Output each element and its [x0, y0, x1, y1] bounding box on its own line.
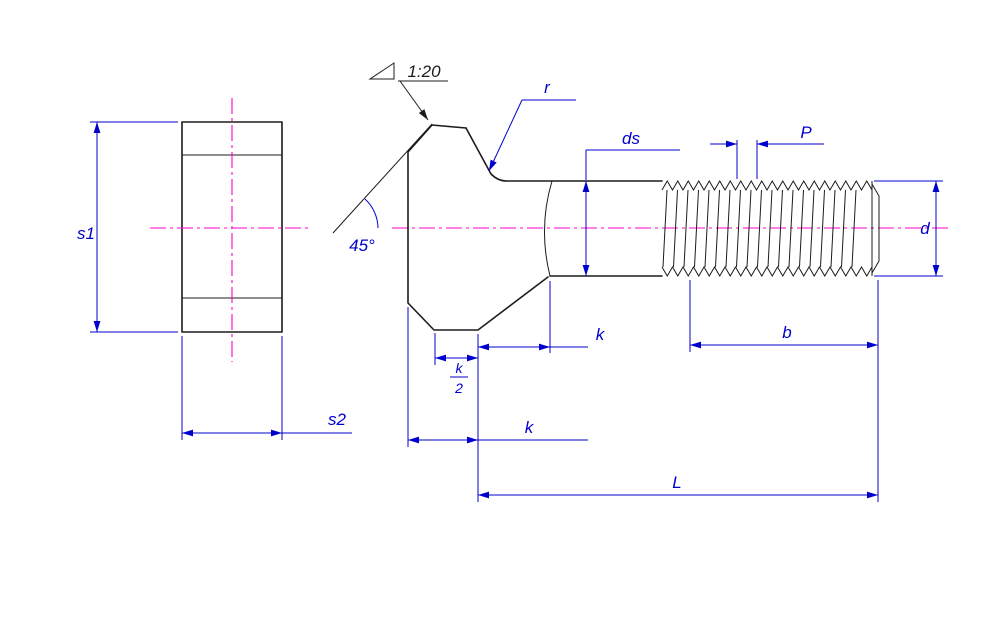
- dim-label-ds: ds: [622, 129, 640, 148]
- dim-label-angle: 45°: [349, 236, 375, 255]
- chamfer-angle-reference-line: [332, 123, 433, 234]
- dim-label-k-upper: k: [596, 325, 606, 344]
- angle-arc: [364, 198, 379, 229]
- dim-taper: 1:20: [368, 62, 448, 121]
- front-view: [150, 98, 312, 362]
- taper-label: 1:20: [407, 62, 441, 81]
- dim-label-p: P: [800, 123, 812, 142]
- dim-label-l: L: [672, 473, 681, 492]
- dim-k-upper: k: [478, 281, 606, 353]
- dim-r: r: [488, 78, 576, 172]
- dim-label-r: r: [544, 78, 551, 97]
- dim-label-d: d: [920, 219, 930, 238]
- thread-crest-top: [661, 180, 873, 191]
- dim-p: P: [710, 123, 824, 179]
- head-top-slant-fillet: [465, 127, 507, 182]
- dim-label-s1: s1: [77, 224, 95, 243]
- dim-k-half: k 2: [434, 333, 478, 396]
- head-profile: [407, 124, 549, 331]
- dim-label-k-half-numerator: k: [456, 360, 464, 376]
- dim-label-s2: s2: [328, 410, 347, 429]
- dim-s1: s1: [77, 121, 178, 333]
- dim-k-lower: k: [407, 307, 588, 447]
- neck-transition-arc: [544, 180, 553, 277]
- leader-line: [399, 80, 429, 121]
- dim-l: L: [477, 280, 879, 502]
- leader-line: [488, 99, 523, 172]
- thread-crest-bottom: [661, 266, 873, 277]
- head-front-outline: [181, 121, 283, 333]
- dim-label-b: b: [782, 323, 791, 342]
- dim-s2: s2: [181, 336, 352, 440]
- dim-angle-45: 45°: [349, 198, 379, 255]
- dim-d: d: [874, 180, 943, 277]
- end-chamfer: [871, 183, 880, 274]
- dim-label-k-lower: k: [525, 418, 535, 437]
- dim-label-k-half-denominator: 2: [454, 380, 463, 396]
- dim-b: b: [689, 280, 878, 352]
- taper-symbol-icon: [368, 62, 395, 80]
- side-view: [332, 123, 948, 331]
- dim-ds: ds: [582, 129, 680, 276]
- thread-flank-lines: [662, 189, 857, 268]
